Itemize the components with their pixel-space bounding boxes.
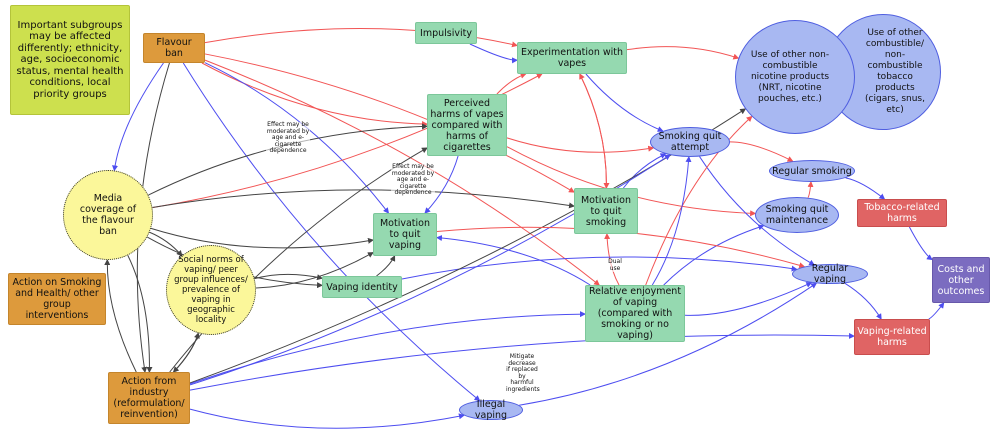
node-relative-enjoyment: Relative enjoyment of vaping (compared w… [585, 285, 685, 342]
edge-perceived_harms-to-motivation_quit_vaping [424, 155, 459, 214]
node-motivation-quit-vaping: Motivation to quit vaping [373, 213, 437, 256]
node-action-industry: Action from industry (reformulation/ rei… [108, 372, 190, 424]
edge-smoking_quit_attempt-to-regular_smoking [729, 141, 794, 162]
edge-experimentation-to-smoking_quit_attempt [585, 73, 664, 132]
edge-relative_enjoyment-to-smoking_quit_maintenance [663, 224, 765, 286]
edge-vaping_identity-to-regular_vaping [401, 256, 798, 280]
edge-flavour_ban-to-relative_enjoyment [204, 59, 600, 286]
node-regular-vaping: Regular vaping [792, 263, 868, 285]
annotation-mitigate: Mitigate decrease if replaced by harmful… [506, 353, 540, 393]
node-vaping-harms: Vaping-related harms [854, 319, 930, 355]
edge-action_industry-to-illegal_vaping [189, 408, 465, 429]
node-use-non-combustible: Use of other non-combustible nicotine pr… [735, 20, 855, 134]
edge-relative_enjoyment-to-regular_vaping [684, 282, 813, 316]
node-smoking-quit-maintenance: Smoking quit maintenance [755, 197, 839, 233]
edge-social_norms-to-motivation_quit_vaping [255, 252, 374, 289]
edge-illegal_vaping-to-regular_vaping [519, 282, 818, 406]
edge-regular_smoking-to-tobacco_harms [845, 177, 886, 200]
edge-flavour_ban-to-experimentation [204, 28, 518, 48]
node-perceived-harms: Perceived harms of vapes compared with h… [427, 94, 507, 156]
edge-experimentation-to-use_non_combustible [626, 46, 740, 60]
edge-vaping_harms-to-costs [928, 302, 945, 320]
edge-flavour_ban-to-media [112, 62, 164, 172]
edge-flavour_ban-to-motivation_quit_smoking [204, 53, 575, 193]
edge-action_industry-to-media [104, 258, 137, 373]
edge-regular_vaping-to-vaping_harms [844, 282, 882, 320]
node-media-coverage: Media coverage of the flavour ban [63, 170, 153, 260]
edge-perceived_harms-to-smoking_quit_attempt [506, 137, 655, 153]
edge-relative_enjoyment-to-use_non_combustible [645, 115, 753, 286]
edge-vaping_identity-to-motivation_quit_vaping [376, 255, 396, 277]
edge-smoking_quit_attempt-to-regular_vaping [699, 156, 816, 266]
node-flavour-ban: Flavour ban [143, 33, 205, 63]
edge-media-to-action_industry [127, 255, 153, 373]
edge-flavour_ban-to-illegal_vaping [182, 62, 481, 402]
node-subgroups: Important subgroups may be affected diff… [10, 5, 130, 115]
annotation-dual-use: Dual use [603, 258, 627, 272]
node-vaping-identity: Vaping identity [322, 276, 402, 298]
edge-motivation_quit_smoking-to-smoking_quit_attempt [622, 153, 667, 189]
node-illegal-vaping: Illegal vaping [459, 399, 523, 421]
node-social-norms: Social norms of vaping/ peer group influ… [166, 245, 256, 335]
edge-media-to-motivation_quit_vaping [150, 227, 374, 249]
edge-relative_enjoyment-to-smoking_quit_attempt [651, 155, 692, 286]
node-costs: Costs and other outcomes [932, 257, 990, 303]
edge-media-to-motivation_quit_smoking [152, 189, 575, 209]
edge-motivation_quit_smoking-to-experimentation [579, 73, 607, 189]
edge-action_industry-to-social_norms [173, 332, 200, 373]
annotation-moderated-2: Effect may be moderated by age and e-cig… [391, 163, 435, 197]
edge-tobacco_harms-to-costs [908, 226, 933, 261]
node-smoking-quit-attempt: Smoking quit attempt [650, 127, 730, 157]
edge-action_industry-to-perceived_harms [169, 147, 428, 373]
edge-relative_enjoyment-to-motivation_quit_vaping [436, 235, 591, 286]
edge-social_norms-to-vaping_identity [254, 273, 323, 281]
edge-action_industry-to-vaping_harms [189, 332, 855, 391]
node-motivation-quit-smoking: Motivation to quit smoking [574, 188, 638, 234]
node-action-ash: Action on Smoking and Health/ other grou… [8, 273, 106, 325]
node-tobacco-harms: Tobacco-related harms [857, 199, 947, 227]
annotation-moderated-1: Effect may be moderated by age and e-cig… [266, 121, 310, 155]
edge-perceived_harms-to-experimentation [496, 72, 527, 95]
edge-smoking_quit_maintenance-to-regular_smoking [807, 181, 814, 198]
edge-impulsivity-to-experimentation [469, 43, 518, 64]
node-regular-smoking: Regular smoking [769, 160, 855, 182]
node-impulsivity: Impulsivity [415, 22, 477, 44]
node-experimentation: Experimentation with vapes [517, 42, 627, 74]
edge-flavour_ban-to-perceived_harms [201, 62, 428, 128]
